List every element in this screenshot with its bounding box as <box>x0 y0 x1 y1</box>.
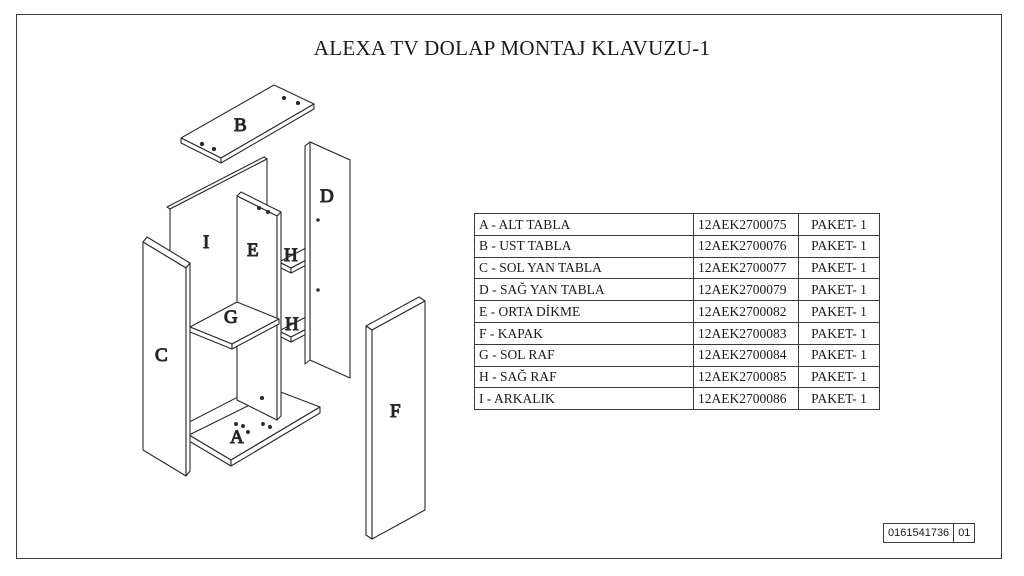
label-d: D <box>320 186 334 207</box>
table-row: B - UST TABLA 12AEK2700076 PAKET- 1 <box>474 234 880 258</box>
part-name-cell: I - ARKALIK <box>474 387 694 411</box>
part-code-cell: 12AEK2700084 <box>693 343 799 367</box>
part-name-cell: B - UST TABLA <box>474 234 694 258</box>
page-title: ALEXA TV DOLAP MONTAJ KLAVUZU-1 <box>313 36 711 60</box>
label-i: I <box>203 232 209 253</box>
label-e: E <box>247 240 259 261</box>
part-code-cell: 12AEK2700077 <box>693 256 799 280</box>
package-cell: PAKET- 1 <box>798 365 880 389</box>
part-code-cell: 12AEK2700083 <box>693 321 799 345</box>
package-cell: PAKET- 1 <box>798 278 880 302</box>
part-a-bottom-panel <box>188 390 321 467</box>
table-row: C - SOL YAN TABLA 12AEK2700077 PAKET- 1 <box>474 256 880 280</box>
part-b-top-panel <box>180 84 315 164</box>
part-name-cell: H - SAĞ RAF <box>474 365 694 389</box>
part-code-cell: 12AEK2700075 <box>693 213 799 236</box>
part-name-cell: G - SOL RAF <box>474 343 694 367</box>
label-g: G <box>224 307 238 328</box>
document-revision: 01 <box>953 523 976 543</box>
part-code-cell: 12AEK2700079 <box>693 278 799 302</box>
part-code-cell: 12AEK2700076 <box>693 234 799 258</box>
table-row: D - SAĞ YAN TABLA 12AEK2700079 PAKET- 1 <box>474 278 880 302</box>
table-row: I - ARKALIK 12AEK2700086 PAKET- 1 <box>474 387 880 411</box>
label-h-upper: H <box>284 245 298 266</box>
table-row: F - KAPAK 12AEK2700083 PAKET- 1 <box>474 321 880 345</box>
package-cell: PAKET- 1 <box>798 343 880 367</box>
package-cell: PAKET- 1 <box>798 321 880 345</box>
label-c: C <box>155 345 168 366</box>
part-f-door-panel <box>365 296 426 540</box>
parts-list-table: A - ALT TABLA 12AEK2700075 PAKET- 1 B - … <box>474 213 880 411</box>
part-g-left-shelf <box>189 301 280 350</box>
drawing-frame <box>16 14 1002 559</box>
part-name-cell: F - KAPAK <box>474 321 694 345</box>
document-number: 0161541736 <box>882 523 955 543</box>
label-b: B <box>234 115 247 136</box>
part-code-cell: 12AEK2700085 <box>693 365 799 389</box>
part-e-middle-upright <box>236 191 282 421</box>
part-d-right-side-panel <box>304 141 351 379</box>
part-name-cell: A - ALT TABLA <box>474 213 694 236</box>
table-row: E - ORTA DİKME 12AEK2700082 PAKET- 1 <box>474 300 880 323</box>
part-c-left-side-panel <box>142 236 191 477</box>
part-code-cell: 12AEK2700082 <box>693 300 799 323</box>
part-code-cell: 12AEK2700086 <box>693 387 799 411</box>
package-cell: PAKET- 1 <box>798 234 880 258</box>
package-cell: PAKET- 1 <box>798 213 880 236</box>
table-row: A - ALT TABLA 12AEK2700075 PAKET- 1 <box>474 213 880 236</box>
document-code-box: 0161541736 01 <box>882 523 976 543</box>
part-name-cell: E - ORTA DİKME <box>474 300 694 323</box>
package-cell: PAKET- 1 <box>798 387 880 411</box>
label-a: A <box>230 427 244 448</box>
package-cell: PAKET- 1 <box>798 300 880 323</box>
package-cell: PAKET- 1 <box>798 256 880 280</box>
label-h-lower: H <box>285 314 299 335</box>
label-f: F <box>390 401 401 422</box>
part-name-cell: D - SAĞ YAN TABLA <box>474 278 694 302</box>
table-row: H - SAĞ RAF 12AEK2700085 PAKET- 1 <box>474 365 880 389</box>
table-row: G - SOL RAF 12AEK2700084 PAKET- 1 <box>474 343 880 367</box>
part-name-cell: C - SOL YAN TABLA <box>474 256 694 280</box>
